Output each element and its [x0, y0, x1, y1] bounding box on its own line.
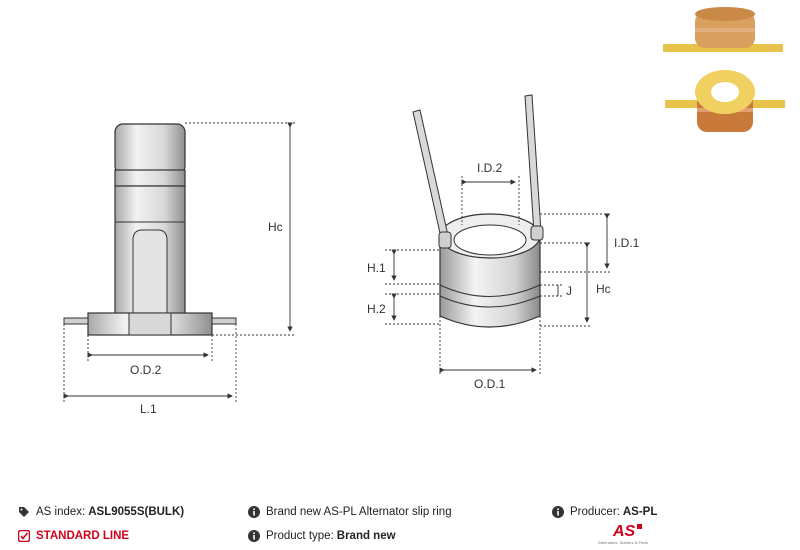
technical-drawing: Hc O.D.2 L.1 I.D.2 I.D — [63, 94, 640, 416]
j-label: J — [566, 284, 572, 298]
producer-row: Producer: AS-PL — [552, 506, 657, 518]
h1-label: H.1 — [367, 261, 386, 275]
svg-text:AS: AS — [612, 523, 636, 540]
product-type-value: Brand new — [336, 530, 396, 542]
producer-value: AS-PL — [622, 506, 658, 518]
right-dimensions — [385, 176, 612, 376]
as-index-label: AS index: — [36, 506, 86, 518]
product-type-label: Product type: — [266, 530, 334, 542]
description-text: Brand new AS-PL Alternator slip ring — [266, 506, 452, 518]
info-circle-icon — [248, 530, 260, 542]
left-hc-label: Hc — [268, 220, 283, 234]
product-type-row: Product type: Brand new — [248, 530, 396, 542]
side-view-part — [63, 123, 237, 336]
right-hc-label: Hc — [596, 282, 611, 296]
h2-label: H.2 — [367, 302, 386, 316]
od2-label: O.D.2 — [130, 363, 162, 377]
producer-label: Producer: — [570, 506, 620, 518]
check-square-icon — [18, 530, 30, 542]
info-circle-icon — [552, 506, 564, 518]
product-photo — [655, 4, 793, 136]
id2-label: I.D.2 — [477, 161, 503, 175]
standard-line-row: STANDARD LINE — [18, 530, 129, 542]
left-dimensions — [63, 122, 296, 402]
slip-ring-part — [412, 94, 544, 328]
as-logo-subtitle: Alternators, Starters & Parts — [598, 540, 648, 545]
description-row: Brand new AS-PL Alternator slip ring — [248, 506, 452, 518]
product-footer: AS index: ASL9055S(BULK) STANDARD LINE B… — [0, 500, 800, 550]
as-index-value: ASL9055S(BULK) — [88, 506, 185, 518]
standard-line-label: STANDARD LINE — [36, 530, 130, 542]
as-logo: AS Alternators, Starters & Parts — [588, 520, 658, 550]
id1-label: I.D.1 — [614, 236, 640, 250]
tag-icon — [19, 507, 29, 517]
od1-label: O.D.1 — [474, 377, 506, 391]
info-circle-icon — [248, 506, 260, 518]
as-index-row: AS index: ASL9055S(BULK) — [18, 506, 184, 518]
l1-label: L.1 — [140, 402, 157, 416]
as-logo-mark: AS — [612, 523, 642, 540]
